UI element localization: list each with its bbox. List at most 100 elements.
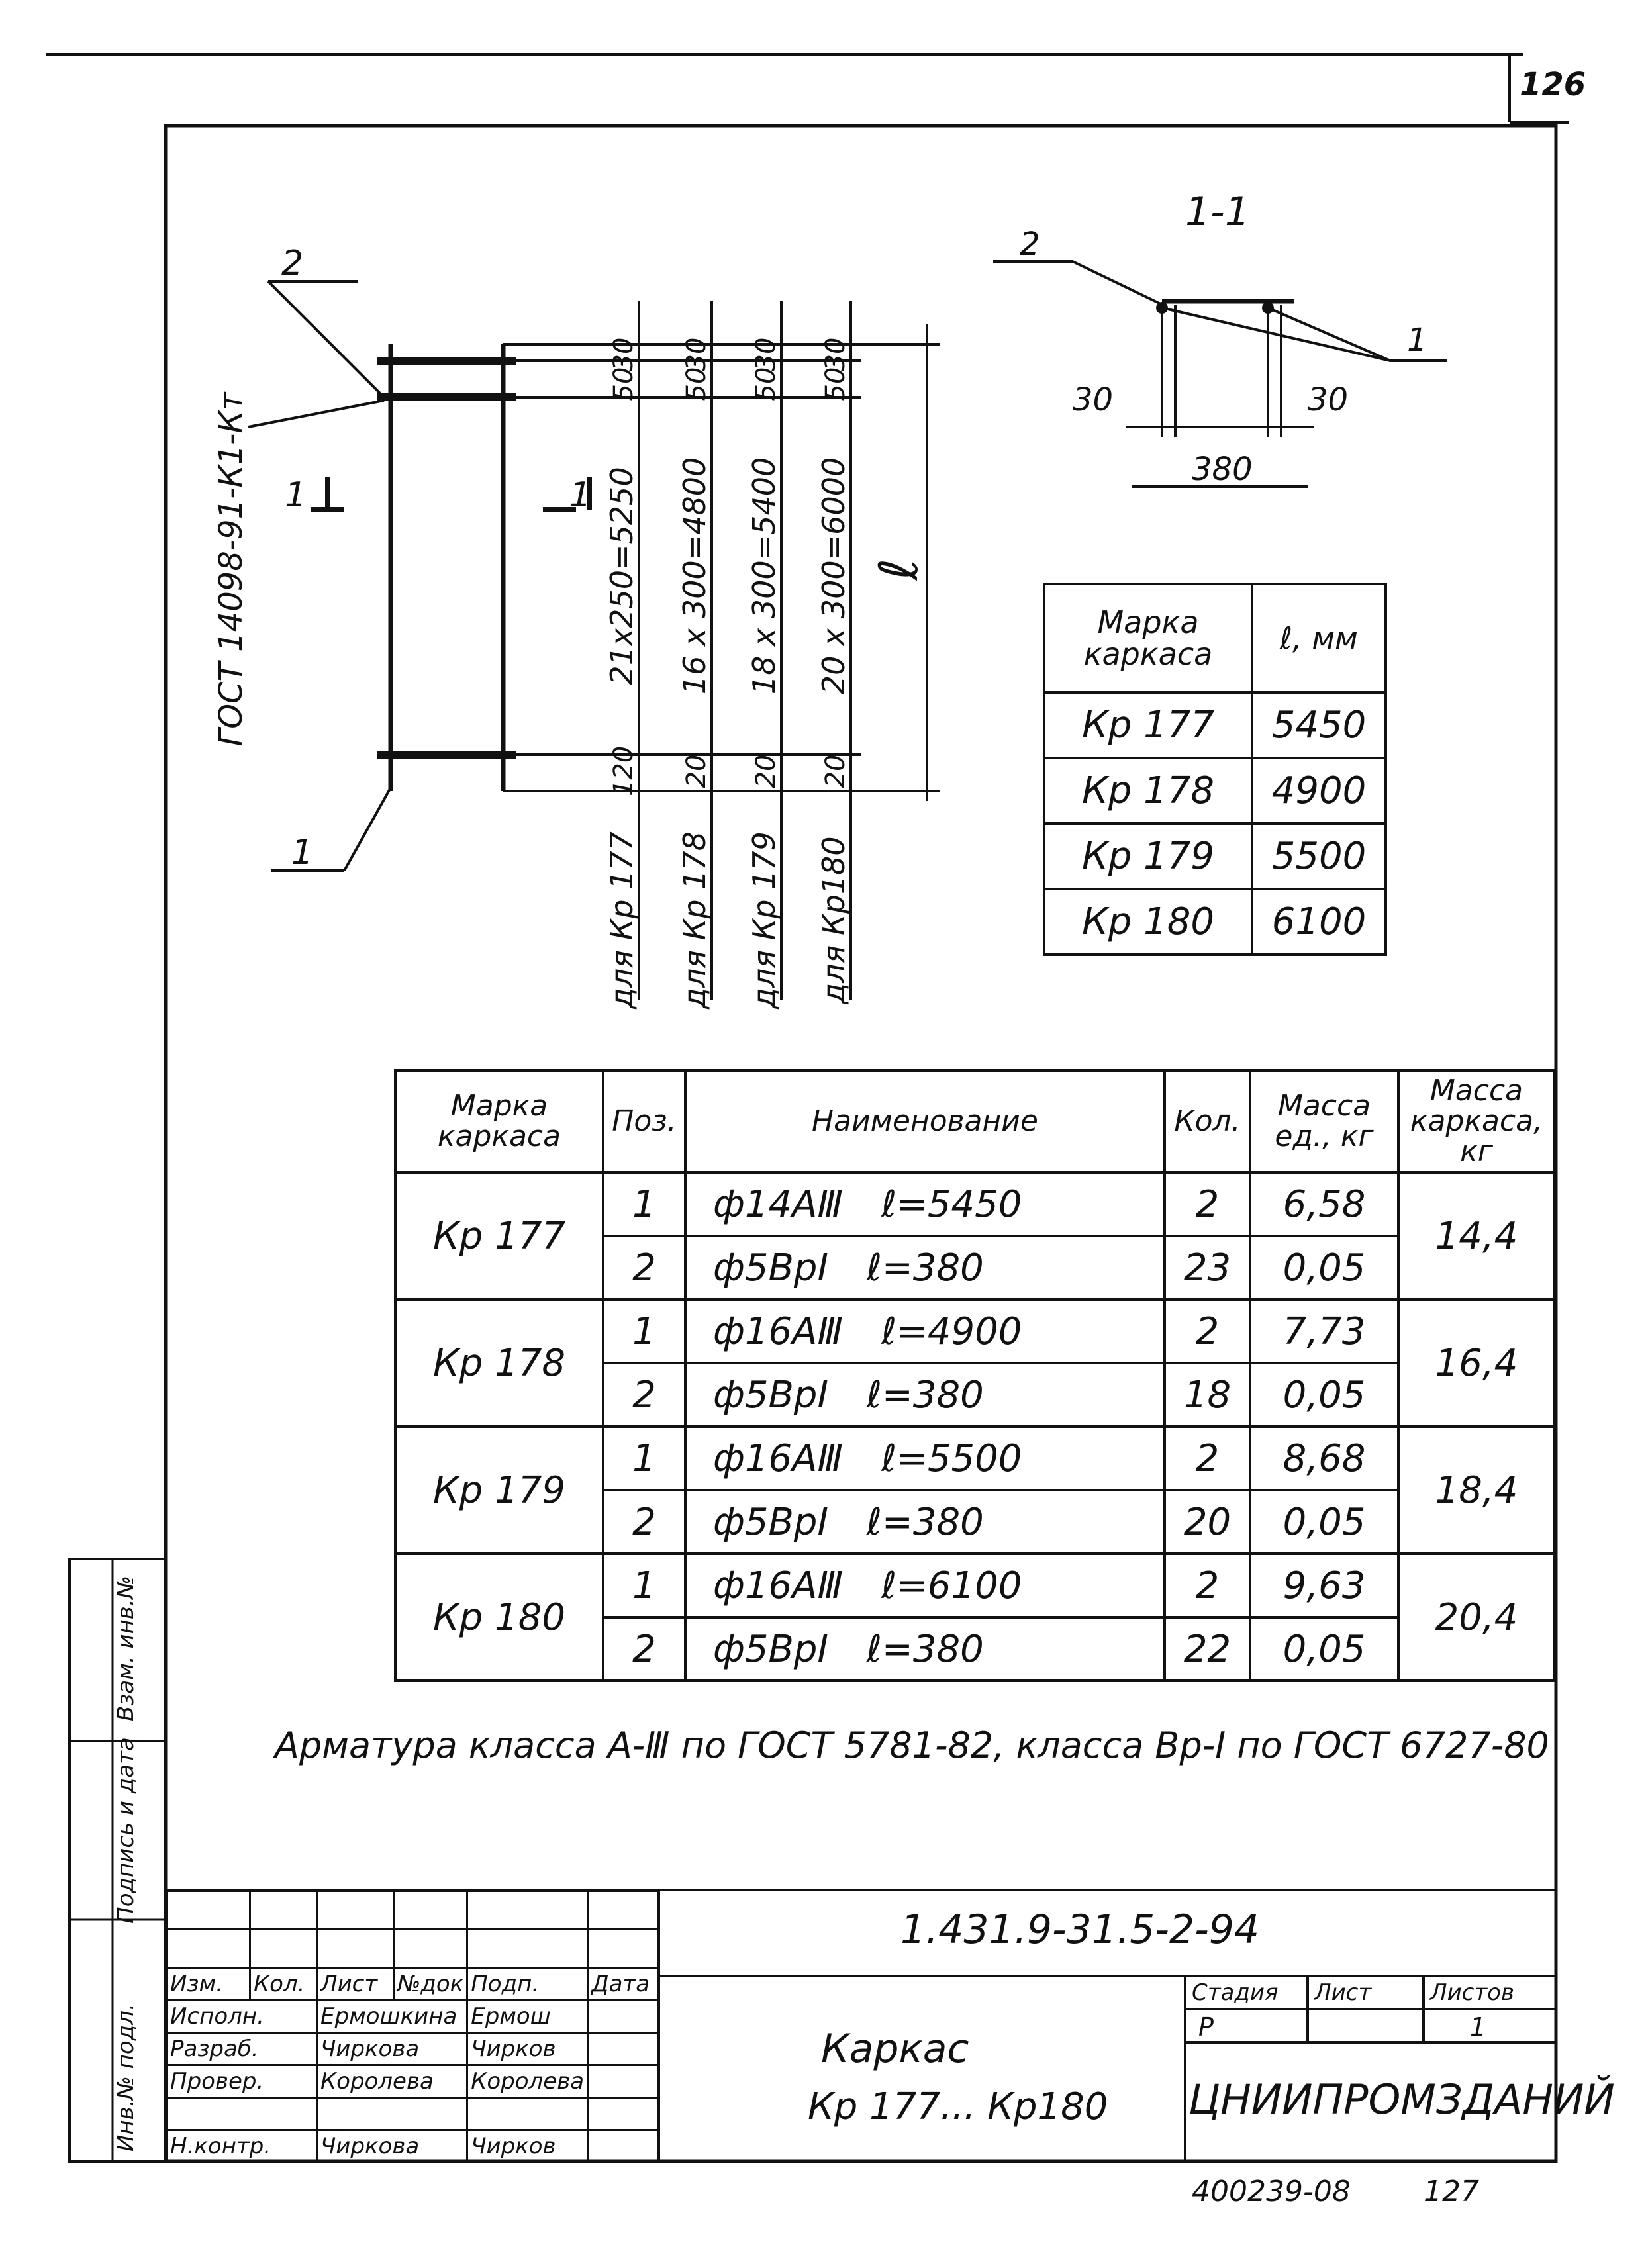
spec-total: 14,4: [1397, 1171, 1556, 1301]
length-label: ℓ: [868, 558, 930, 581]
dim-for-3: для Кр 179: [746, 831, 782, 1010]
spec-qty: 22: [1163, 1616, 1251, 1682]
document-code: 1.431.9-31.5-2-94: [900, 1907, 1260, 1953]
spec-mark: Кр 178: [394, 1298, 604, 1428]
spec-pos: 1: [602, 1298, 687, 1364]
callout-pos1: 1: [291, 833, 313, 873]
dimension-lines: [503, 301, 940, 1000]
specification-table: Марка каркаса Поз. Наименование Кол. Мас…: [394, 1069, 1556, 1682]
person-name: Ермошкина: [315, 1999, 469, 2034]
dim-for-2: для Кр 178: [677, 831, 712, 1010]
spec-mass: 7,73: [1249, 1298, 1400, 1364]
section-1-1: [993, 260, 1447, 488]
dim-mid-2: 50: [681, 367, 712, 401]
title-line-1: Каркас: [821, 2026, 969, 2072]
spec-qty: 2: [1163, 1552, 1251, 1619]
sheets-value: 1: [1470, 2012, 1486, 2042]
mark-cell: Кр 177: [1043, 691, 1253, 759]
person-name: [315, 2097, 469, 2131]
spec-mass: 0,05: [1249, 1616, 1400, 1682]
section-mark-left: 1: [285, 475, 307, 515]
spec-qty: 2: [1163, 1425, 1251, 1491]
spec-name: ф16АⅢ ℓ=6100: [684, 1552, 1166, 1619]
col-header: Кол.: [249, 1967, 318, 2001]
spec-mark: Кр 180: [394, 1552, 604, 1682]
spec-mass: 8,68: [1249, 1425, 1400, 1491]
dim-span-3: 18 x 300=5400: [746, 457, 782, 694]
sheet-header: Лист: [1314, 1979, 1372, 2006]
side-label-sign: Подпись и дата: [113, 1737, 139, 1924]
stamp-table: Изм. Кол. Лист №док Подп. Дата Исполн. Е…: [166, 1890, 659, 2163]
spec-qty: 2: [1163, 1171, 1251, 1237]
dim-top-4: 30: [820, 338, 851, 371]
spec-header-pos: Поз.: [602, 1069, 687, 1174]
signature: Ермош: [466, 1999, 589, 2034]
spec-pos: 2: [602, 1362, 687, 1428]
cage-elevation: [248, 280, 592, 872]
dim-mid-4: 50: [820, 367, 851, 401]
col-header: Дата: [587, 1967, 659, 2001]
reinforcement-note: Арматура класса А-Ⅲ по ГОСТ 5781-82, кла…: [275, 1725, 1549, 1766]
spec-mass: 0,05: [1249, 1489, 1400, 1555]
role-label: [166, 2097, 318, 2131]
spec-pos: 1: [602, 1425, 687, 1491]
mark-cell: Кр 178: [1043, 757, 1253, 825]
spec-mark: Кр 177: [394, 1171, 604, 1301]
spec-name: ф14АⅢ ℓ=5450: [684, 1171, 1166, 1237]
col-header: Изм.: [166, 1967, 251, 2001]
spec-qty: 18: [1163, 1362, 1251, 1428]
side-strip: [68, 1558, 167, 2163]
spec-mass: 9,63: [1249, 1552, 1400, 1619]
spec-pos: 2: [602, 1235, 687, 1301]
section-title: 1-1: [1185, 189, 1250, 235]
spec-mass: 0,05: [1249, 1362, 1400, 1428]
bottom-code: 400239-08: [1192, 2175, 1351, 2208]
side-label-replace: Взам. инв.№: [113, 1575, 139, 1722]
dim-bottom-4: 20: [820, 755, 851, 788]
person-name: Чиркова: [315, 2032, 469, 2066]
spec-pos: 2: [602, 1489, 687, 1555]
dim-bottom-3: 20: [751, 755, 781, 788]
mark-cell: Кр 179: [1043, 822, 1253, 890]
spec-name: ф5ВрⅠ ℓ=380: [684, 1489, 1166, 1555]
spec-mass: 0,05: [1249, 1235, 1400, 1301]
section-dim-right: 30: [1308, 381, 1348, 418]
section-dim-width: 380: [1192, 451, 1253, 488]
dim-top-2: 30: [681, 338, 712, 371]
dim-top-1: 30: [608, 338, 639, 371]
section-mark-right: 1: [569, 475, 591, 515]
spec-name: ф5ВрⅠ ℓ=380: [684, 1235, 1166, 1301]
page-number: 126: [1520, 66, 1586, 103]
role-label: Провер.: [166, 2064, 318, 2099]
spec-name: ф5ВрⅠ ℓ=380: [684, 1362, 1166, 1428]
signature: Королева: [466, 2064, 589, 2099]
stage-value: Р: [1198, 2012, 1214, 2042]
spec-pos: 1: [602, 1171, 687, 1237]
organization: ЦНИИПРОМЗДАНИЙ: [1188, 2075, 1615, 2124]
side-label-inv: Инв.№ подл.: [113, 2003, 139, 2151]
col-header: Лист: [316, 1967, 395, 2001]
role-label: Н.контр.: [166, 2129, 318, 2163]
spec-name: ф5ВрⅠ ℓ=380: [684, 1616, 1166, 1682]
person-name: Чиркова: [315, 2129, 469, 2163]
dim-for-1: для Кр 177: [604, 831, 640, 1010]
spec-total: 20,4: [1397, 1552, 1556, 1682]
person-name: Королева: [315, 2064, 469, 2099]
col-header: №док: [392, 1967, 469, 2001]
dim-span-4: 20 x 300=6000: [816, 457, 851, 694]
spec-total: 16,4: [1397, 1298, 1556, 1428]
spec-pos: 2: [602, 1616, 687, 1682]
dim-mid-1: 50: [608, 367, 639, 401]
length-header: ℓ, мм: [1251, 583, 1387, 694]
section-dim-left: 30: [1073, 381, 1113, 418]
length-cell: 5500: [1251, 822, 1387, 890]
signature: Чирков: [466, 2129, 589, 2163]
spec-qty: 2: [1163, 1298, 1251, 1364]
dim-bottom-2: 20: [681, 755, 712, 788]
spec-mark: Кр 179: [394, 1425, 604, 1555]
bottom-number: 127: [1424, 2175, 1479, 2208]
callout-pos2: 2: [281, 244, 303, 283]
mark-cell: Кр 180: [1043, 888, 1253, 956]
spec-header-total-mass: Масса каркаса, кг: [1397, 1069, 1556, 1174]
